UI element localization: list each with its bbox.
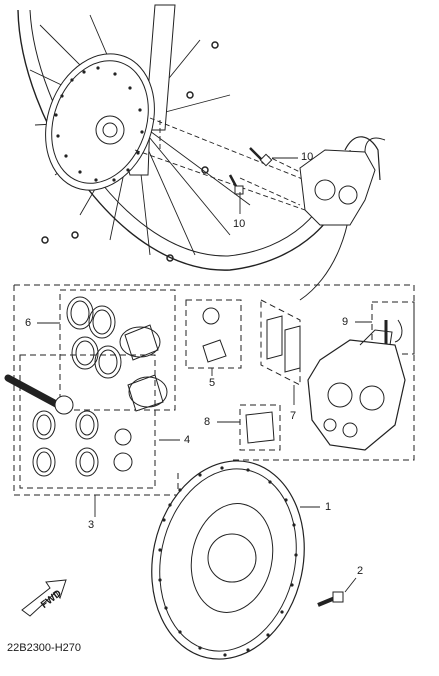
piston-seal-set: [66, 296, 168, 412]
mounted-caliper: [299, 136, 386, 226]
bolt-10-lower: [228, 174, 244, 195]
kit-7-outline: [260, 299, 301, 386]
callout-10-upper: 10: [301, 151, 314, 163]
callout-1: 1: [325, 501, 332, 513]
callout-3: 3: [88, 519, 95, 531]
mounted-brake-disc: [45, 53, 155, 191]
callout-2: 2: [357, 565, 364, 577]
callout-6: 6: [25, 317, 32, 329]
brake-caliper-assembly: [307, 329, 406, 451]
seal-kit: [4, 374, 133, 477]
callout-9: 9: [342, 316, 349, 328]
assembly-guide-lines: [134, 117, 306, 211]
kit-6-outline: [59, 289, 176, 411]
bleed-screw-set: [202, 307, 227, 363]
callout-7: 7: [290, 410, 297, 422]
brake-pad-set: [266, 315, 301, 373]
bolt-10-upper: [249, 147, 273, 167]
disc-bolt: [317, 591, 344, 607]
kit-5-outline: [185, 299, 242, 369]
callout-10-lower: 10: [233, 218, 246, 230]
drawing-code: 22B2300-H270: [7, 642, 82, 654]
bleed-valve: [384, 319, 403, 345]
forward-arrow-icon: [21, 579, 67, 617]
pad-spring: [245, 411, 275, 444]
brake-disc: [151, 460, 305, 660]
callout-8: 8: [204, 416, 211, 428]
callout-leaders: [37, 157, 372, 593]
kit-4-outline: [19, 354, 156, 489]
callout-4: 4: [184, 434, 191, 446]
caliper-kit-outline: [14, 284, 415, 461]
callout-5: 5: [209, 377, 216, 389]
kit-8-outline: [239, 404, 281, 451]
